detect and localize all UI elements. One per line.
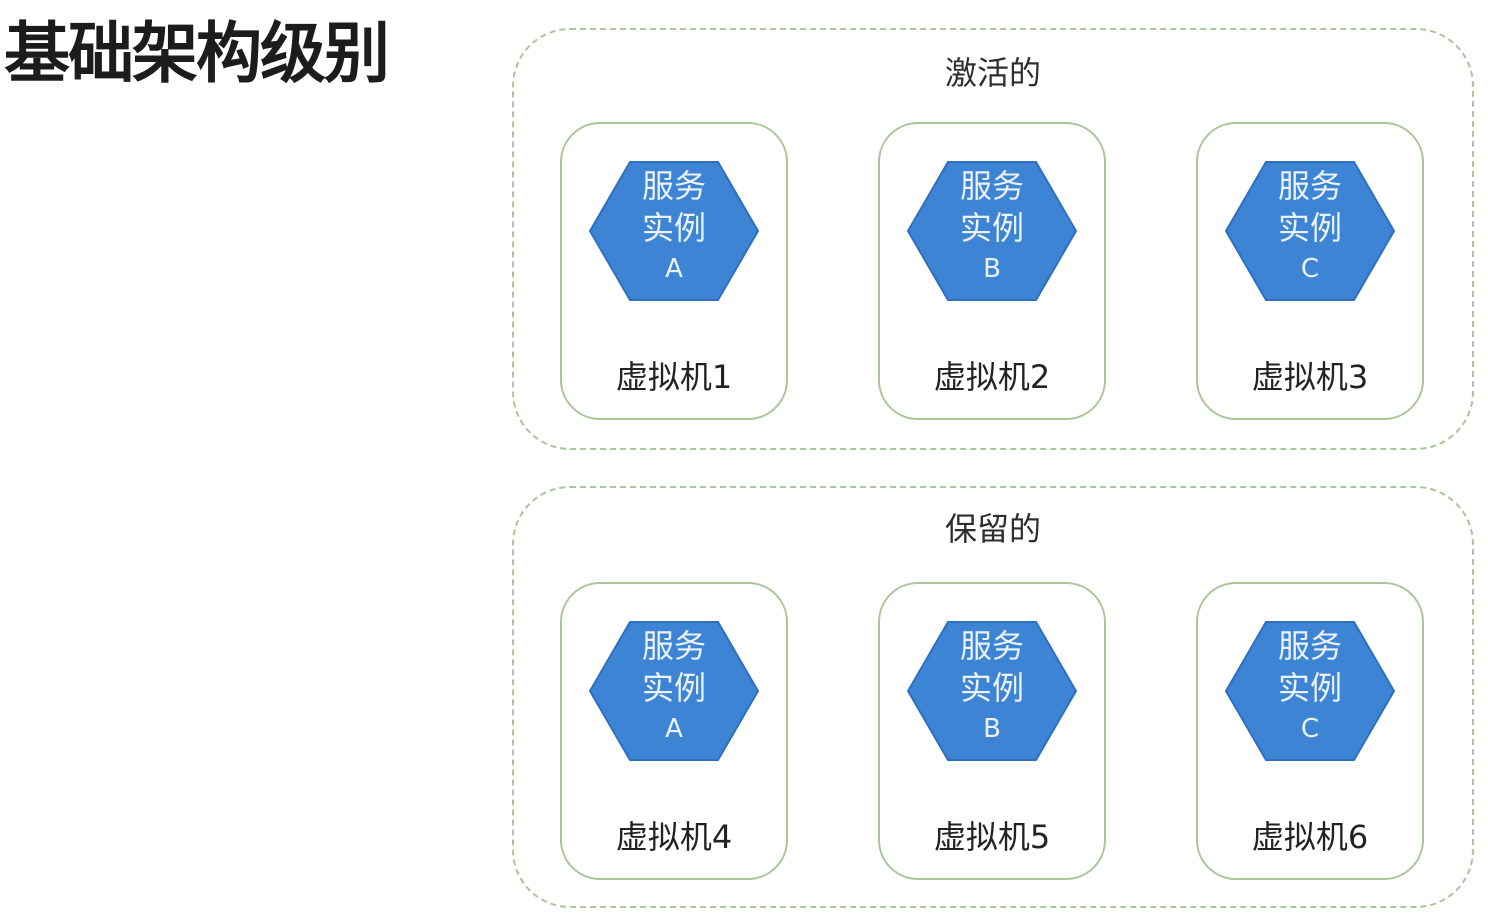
instance-letter: C <box>1300 254 1320 284</box>
group-label: 激活的 <box>944 54 1041 92</box>
service-instance-hexagon: 服务 实例 B <box>904 156 1080 306</box>
service-label: 服务 <box>641 167 706 205</box>
virtual-machine-box: 服务 实例 A 虚拟机4 <box>560 582 788 880</box>
hexagon-icon <box>588 161 760 301</box>
service-instance-hexagon: 服务 实例 C <box>1222 616 1398 766</box>
group-label: 保留的 <box>944 510 1041 548</box>
group-reserved: 保留的 服务 实例 A 虚拟机4 服务 实例 B 虚拟机5 服务 实例 C 虚拟… <box>512 486 1474 908</box>
virtual-machine-box: 服务 实例 B 虚拟机5 <box>878 582 1106 880</box>
hexagon-icon <box>1224 621 1396 761</box>
service-instance-hexagon: 服务 实例 A <box>586 616 762 766</box>
instance-letter: A <box>665 254 683 284</box>
group-active: 激活的 服务 实例 A 虚拟机1 服务 实例 B 虚拟机2 服务 实例 C 虚拟… <box>512 28 1474 450</box>
instance-letter: A <box>665 714 683 744</box>
service-label: 服务 <box>959 167 1024 205</box>
page-title: 基础架构级别 <box>4 15 390 92</box>
instance-label: 实例 <box>641 209 706 247</box>
instance-label: 实例 <box>959 669 1024 707</box>
vm-label: 虚拟机5 <box>933 818 1051 856</box>
service-instance-hexagon: 服务 实例 B <box>904 616 1080 766</box>
hexagon-icon <box>906 621 1078 761</box>
service-label: 服务 <box>641 627 706 665</box>
virtual-machine-box: 服务 实例 C 虚拟机3 <box>1196 122 1424 420</box>
instance-label: 实例 <box>959 209 1024 247</box>
service-instance-hexagon: 服务 实例 A <box>586 156 762 306</box>
vm-label: 虚拟机4 <box>615 818 733 856</box>
service-label: 服务 <box>1277 167 1342 205</box>
instance-label: 实例 <box>641 669 706 707</box>
service-instance-hexagon: 服务 实例 C <box>1222 156 1398 306</box>
hexagon-icon <box>588 621 760 761</box>
virtual-machine-box: 服务 实例 A 虚拟机1 <box>560 122 788 420</box>
service-label: 服务 <box>1277 627 1342 665</box>
instance-label: 实例 <box>1277 669 1342 707</box>
instance-label: 实例 <box>1277 209 1342 247</box>
hexagon-icon <box>1224 161 1396 301</box>
virtual-machine-box: 服务 实例 C 虚拟机6 <box>1196 582 1424 880</box>
instance-letter: B <box>983 714 1001 744</box>
vm-label: 虚拟机6 <box>1251 818 1369 856</box>
instance-letter: B <box>983 254 1001 284</box>
instance-letter: C <box>1300 714 1320 744</box>
service-label: 服务 <box>959 627 1024 665</box>
vm-label: 虚拟机3 <box>1251 358 1369 396</box>
hexagon-icon <box>906 161 1078 301</box>
virtual-machine-box: 服务 实例 B 虚拟机2 <box>878 122 1106 420</box>
vm-label: 虚拟机2 <box>933 358 1051 396</box>
vm-label: 虚拟机1 <box>615 358 733 396</box>
